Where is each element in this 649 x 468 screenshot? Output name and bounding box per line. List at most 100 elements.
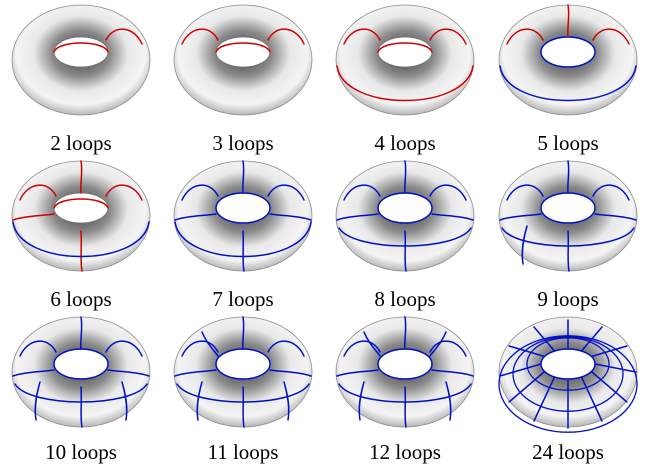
panel-3-loops: 3 loops (162, 0, 324, 156)
loop-curve (592, 28, 630, 45)
loop-curve (174, 369, 217, 377)
loop-curve (181, 28, 219, 45)
loop-curve (343, 184, 381, 201)
panel-2-loops: 2 loops (0, 0, 162, 156)
loop-curve (567, 230, 570, 272)
loop-curve (567, 160, 570, 194)
loop-curve (269, 369, 312, 377)
torus-5-loops (498, 4, 638, 116)
loop-curve (12, 221, 150, 258)
torus-hole (215, 36, 271, 68)
panel-10-loops: 10 loops (0, 312, 162, 468)
loop-curve (174, 213, 217, 221)
loop-curve (506, 28, 544, 45)
torus-4-loops (335, 4, 475, 116)
panel-label: 7 loops (212, 287, 274, 311)
torus-2-loops (11, 4, 151, 116)
panel-label: 5 loops (537, 131, 599, 155)
loop-curve (80, 386, 83, 428)
loop-curve (196, 381, 203, 421)
torus-hole (53, 192, 109, 224)
loop-curve (107, 369, 150, 377)
loop-curve (336, 369, 379, 377)
loop-curve (499, 65, 637, 102)
loop-curve (105, 28, 143, 45)
loop-curve (501, 227, 635, 247)
meridian-loop (533, 376, 556, 422)
torus-6-loops (11, 160, 151, 272)
loop-curve (267, 28, 305, 45)
loop-curve (242, 160, 245, 194)
loop-curve (19, 340, 57, 357)
loop-curve (242, 316, 245, 350)
torus-3-loops (173, 4, 313, 116)
panel-label: 10 loops (45, 440, 117, 464)
torus-hole (377, 36, 433, 68)
loop-curve (181, 184, 219, 201)
torus-9-loops (498, 160, 638, 272)
loop-curve (19, 184, 57, 201)
loop-curve (269, 213, 312, 221)
panel-label: 9 loops (537, 287, 599, 311)
loop-curve (80, 316, 83, 350)
loop-curve (363, 331, 381, 357)
loop-curve (215, 192, 271, 224)
loop-curve (429, 331, 447, 357)
loop-curve (377, 348, 433, 380)
loop-curve (53, 348, 109, 380)
loop-curve (53, 198, 109, 209)
torus-7-loops (173, 160, 313, 272)
panel-label: 24 loops (532, 440, 604, 464)
panel-11-loops: 11 loops (162, 312, 324, 468)
meridian-loop (580, 376, 603, 422)
loop-curve (105, 184, 143, 201)
loop-curve (404, 230, 407, 272)
panel-label: 2 loops (50, 131, 112, 155)
loop-curve (215, 42, 271, 53)
loop-curve (377, 42, 433, 53)
loop-curve (12, 213, 55, 221)
panel-4-loops: 4 loops (324, 0, 486, 156)
loop-curve (201, 331, 219, 357)
loop-curve (283, 381, 290, 421)
meridian-loop (590, 370, 628, 403)
torus-8-loops (335, 160, 475, 272)
loop-curve (338, 227, 472, 247)
loop-curve (53, 42, 109, 53)
loop-curve (404, 160, 407, 194)
loop-curve (343, 28, 381, 45)
loop-curve (429, 28, 467, 45)
panel-24-loops: 24 loops (487, 312, 649, 468)
loop-curve (181, 340, 219, 357)
loop-curve (540, 36, 596, 68)
loop-curve (215, 348, 271, 380)
loop-curve (358, 381, 365, 421)
panel-6-loops: 6 loops (0, 156, 162, 312)
panel-8-loops: 8 loops (324, 156, 486, 312)
torus-hole (53, 36, 109, 68)
panel-label: 6 loops (50, 287, 112, 311)
torus-10-loops (11, 316, 151, 428)
loop-curve (431, 213, 474, 221)
loop-curve (404, 316, 407, 350)
loop-curve (242, 230, 245, 272)
meridian-loop (499, 363, 542, 377)
panel-label: 12 loops (369, 440, 441, 464)
loop-curve (377, 192, 433, 224)
panel-7-loops: 7 loops (162, 156, 324, 312)
meridian-loop (580, 326, 603, 352)
loop-curve (429, 184, 467, 201)
loop-curve (267, 340, 305, 357)
meridian-loop (590, 345, 628, 358)
loop-curve (594, 213, 637, 221)
loop-curve (592, 184, 630, 201)
loop-curve (499, 213, 542, 221)
meridian-loop (533, 326, 556, 352)
meridian-loop (508, 370, 546, 403)
loop-curve (267, 184, 305, 201)
loop-curve (567, 4, 570, 38)
loop-curve (540, 192, 596, 224)
meridian-loop (594, 363, 637, 373)
loop-curve (336, 213, 379, 221)
torus-12-loops (335, 316, 475, 428)
